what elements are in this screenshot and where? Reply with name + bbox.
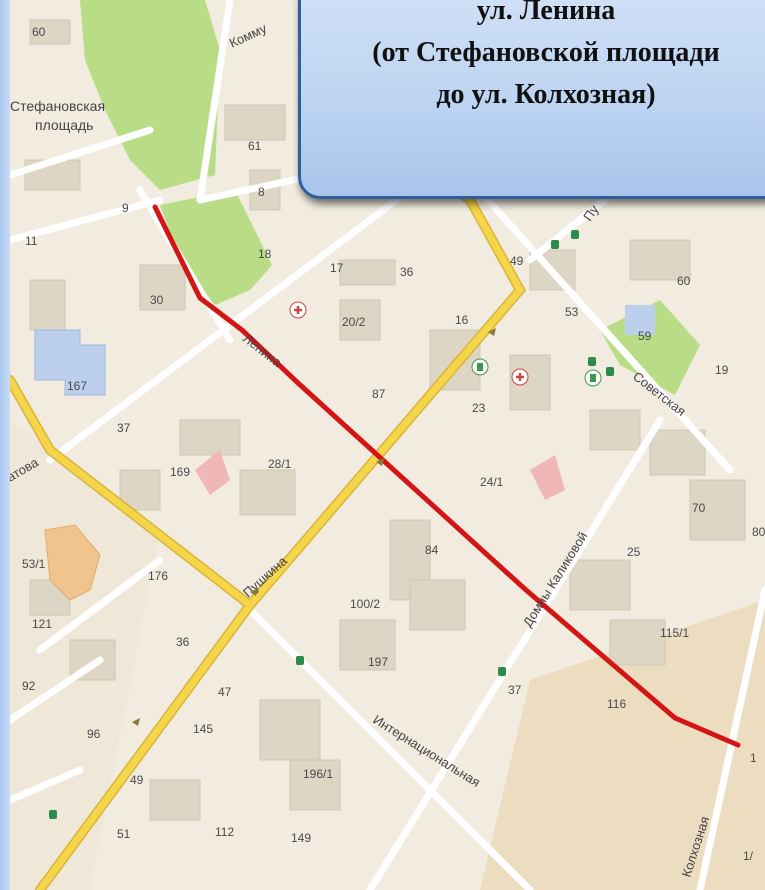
- house-number: 24/1: [480, 475, 504, 489]
- house-number: 176: [148, 569, 168, 583]
- direction-arrow-icon: [132, 328, 496, 726]
- minor-streets: [10, 0, 765, 890]
- route-line: [152, 204, 741, 748]
- park-south: [160, 190, 272, 305]
- house-number: 96: [87, 727, 101, 741]
- house-number: 1/: [743, 849, 754, 863]
- house-number: 37: [117, 421, 131, 435]
- place-label-line2: площадь: [35, 117, 93, 133]
- house-number: 16: [455, 313, 469, 327]
- house-number: 36: [400, 265, 414, 279]
- house-number: 116: [607, 697, 626, 711]
- title-line-3: до ул. Колхозная): [436, 79, 656, 110]
- house-number: 8: [258, 185, 265, 199]
- house-number: 115/1: [660, 626, 689, 640]
- house-number: 53: [565, 305, 579, 319]
- house-number: 23: [472, 401, 486, 415]
- house-number: 17: [330, 261, 344, 275]
- house-number: 37: [508, 683, 522, 697]
- house-number: 19: [715, 363, 729, 377]
- bus-stop-icon[interactable]: [551, 240, 559, 249]
- residential-district: [480, 600, 765, 890]
- house-number: 18: [258, 247, 272, 261]
- house-number: 49: [510, 254, 524, 268]
- house-number: 1: [750, 751, 757, 765]
- house-number: 61: [248, 139, 262, 153]
- bus-stop-icon[interactable]: [606, 367, 614, 376]
- house-number: 80: [752, 525, 765, 539]
- title-line-2: (от Стефановской площади: [372, 37, 720, 68]
- stefanovskaya-park: [80, 0, 220, 190]
- house-number: 9: [122, 201, 129, 215]
- house-number: 11: [25, 234, 38, 248]
- house-number: 92: [22, 679, 36, 693]
- house-number: 60: [32, 25, 46, 39]
- house-number: 145: [193, 722, 213, 736]
- house-number: 20/2: [342, 315, 366, 329]
- house-number: 149: [291, 831, 311, 845]
- title-box: ул. Ленина (от Стефановской площади до у…: [298, 0, 765, 199]
- house-number: 28/1: [268, 457, 292, 471]
- house-numbers: 60 9 61 8 11 18 30 17 36 49 60 20/2 16 5…: [22, 25, 765, 863]
- house-number: 197: [368, 655, 388, 669]
- house-number: 112: [215, 825, 234, 839]
- bus-stop-icon[interactable]: [498, 667, 506, 676]
- house-number: 47: [218, 685, 232, 699]
- place-label: Стефановская: [10, 98, 105, 114]
- house-number: 30: [150, 293, 164, 307]
- title-line-1: ул. Ленина: [476, 0, 616, 26]
- hospital-icon[interactable]: [289, 301, 307, 319]
- house-number: 49: [130, 773, 144, 787]
- house-number: 84: [425, 543, 439, 557]
- house-number: 167: [67, 379, 87, 393]
- house-number: 70: [692, 501, 706, 515]
- bus-stop-icon[interactable]: [588, 357, 596, 366]
- bus-stop-icon[interactable]: [49, 810, 57, 819]
- house-number: 60: [677, 274, 691, 288]
- house-number: 59: [638, 329, 652, 343]
- fuel-icon[interactable]: [471, 358, 489, 376]
- house-number: 36: [176, 635, 190, 649]
- house-number: 53/1: [22, 557, 46, 571]
- buildings: [24, 19, 746, 821]
- hospital-icon[interactable]: [511, 368, 529, 386]
- house-number: 121: [32, 617, 52, 631]
- house-number: 87: [372, 387, 386, 401]
- house-number: 196/1: [303, 767, 333, 781]
- bus-stop-icon[interactable]: [296, 656, 304, 665]
- house-number: 100/2: [350, 597, 380, 611]
- house-number: 25: [627, 545, 641, 559]
- house-number: 51: [117, 827, 131, 841]
- house-number: 169: [170, 465, 190, 479]
- fuel-icon[interactable]: [584, 369, 602, 387]
- bus-stop-icon[interactable]: [571, 230, 579, 239]
